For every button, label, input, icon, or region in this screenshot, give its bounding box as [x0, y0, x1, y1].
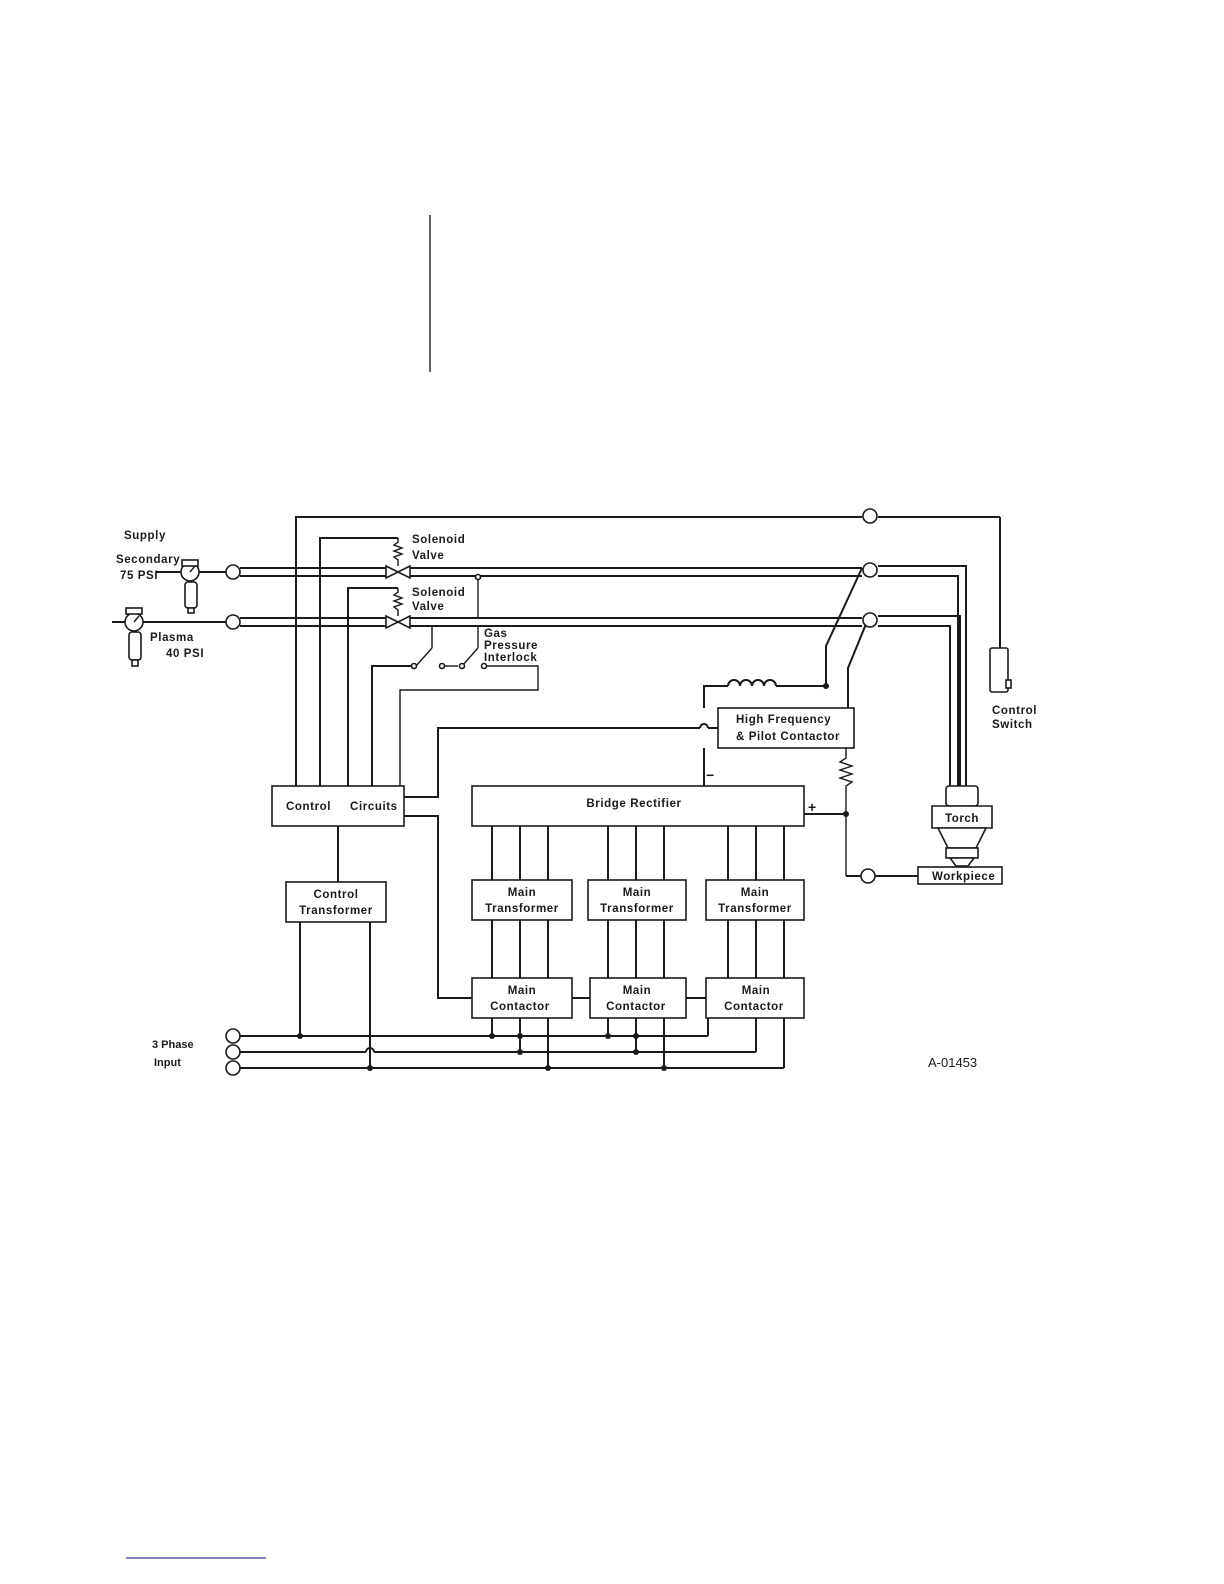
plasma-psi-label: 40 PSI	[166, 648, 204, 660]
hf-label-2: & Pilot Contactor	[736, 731, 840, 743]
main-transformer-1	[471, 879, 573, 921]
bridge-rectifier-label: Bridge Rectifier	[586, 798, 681, 810]
control-switch-icon	[989, 647, 1009, 693]
control-switch-label-1: Control	[992, 705, 1037, 717]
bridge-rectifier	[471, 785, 805, 827]
resistor-icon	[837, 748, 855, 876]
interlock-label: Interlock	[484, 652, 537, 664]
solenoid-valve-2-label-2: Valve	[412, 601, 444, 613]
transformer-legs	[491, 920, 785, 978]
torch-label: Torch	[945, 813, 979, 825]
main-transformer-1-label-1: Main	[508, 887, 537, 899]
control-transformer-label-1: Control	[313, 889, 358, 901]
supply-label: Supply	[124, 530, 166, 542]
control-switch-label-2: Switch	[992, 719, 1033, 731]
main-transformer-3	[705, 879, 805, 921]
main-contactor-1-label-1: Main	[508, 985, 537, 997]
torch-icon	[931, 785, 993, 867]
secondary-psi-label: 75 PSI	[120, 570, 158, 582]
main-transformer-2-label-2: Transformer	[600, 903, 674, 915]
secondary-regulator-icon	[180, 559, 200, 614]
gas-lines	[112, 516, 1001, 786]
main-contactor-3-label-2: Contactor	[724, 1001, 784, 1013]
control-transformer-label-2: Transformer	[299, 905, 373, 917]
solenoid-valve-1-label-2: Valve	[412, 550, 444, 562]
main-transformer-2-label-1: Main	[623, 887, 652, 899]
three-phase-bus	[240, 1018, 785, 1071]
hf-pilot-contactor	[717, 707, 855, 749]
inductor-icon	[703, 679, 829, 708]
pressure-label: Pressure	[484, 640, 538, 652]
input-label: Input	[154, 1057, 181, 1069]
three-phase-label: 3 Phase	[152, 1039, 194, 1051]
workpiece-label: Workpiece	[932, 871, 995, 883]
main-transformer-1-label-2: Transformer	[485, 903, 559, 915]
gas-pressure-interlock	[371, 626, 539, 786]
solenoid-valve-icon	[347, 587, 411, 786]
main-contactor-2-label-2: Contactor	[606, 1001, 666, 1013]
main-transformer-2	[587, 879, 687, 921]
minus-sign: −	[706, 767, 714, 783]
solenoid-valve-icon	[319, 537, 411, 786]
secondary-label: Secondary	[116, 554, 180, 566]
main-transformer-3-label-2: Transformer	[718, 903, 792, 915]
plus-sign: +	[808, 799, 816, 815]
rectifier-legs	[491, 826, 785, 880]
control-circuits-label: Control Circuits	[286, 801, 398, 813]
hf-label-1: High Frequency	[736, 714, 831, 726]
gas-label: Gas	[484, 628, 508, 640]
main-contactor-1-label-2: Contactor	[490, 1001, 550, 1013]
plasma-label: Plasma	[150, 632, 194, 644]
workpiece	[917, 866, 1003, 885]
main-contactor-3-label-1: Main	[742, 985, 771, 997]
terminals	[225, 508, 878, 1076]
figure-id: A-01453	[928, 1055, 977, 1070]
plasma-regulator-icon	[124, 607, 144, 667]
solenoid-valve-1-label-1: Solenoid	[412, 534, 465, 546]
main-contactor-2-label-1: Main	[623, 985, 652, 997]
solenoid-valve-2-label-1: Solenoid	[412, 587, 465, 599]
main-transformer-3-label-1: Main	[741, 887, 770, 899]
main-contactor-1	[471, 977, 573, 1019]
control-transformer	[285, 881, 387, 923]
